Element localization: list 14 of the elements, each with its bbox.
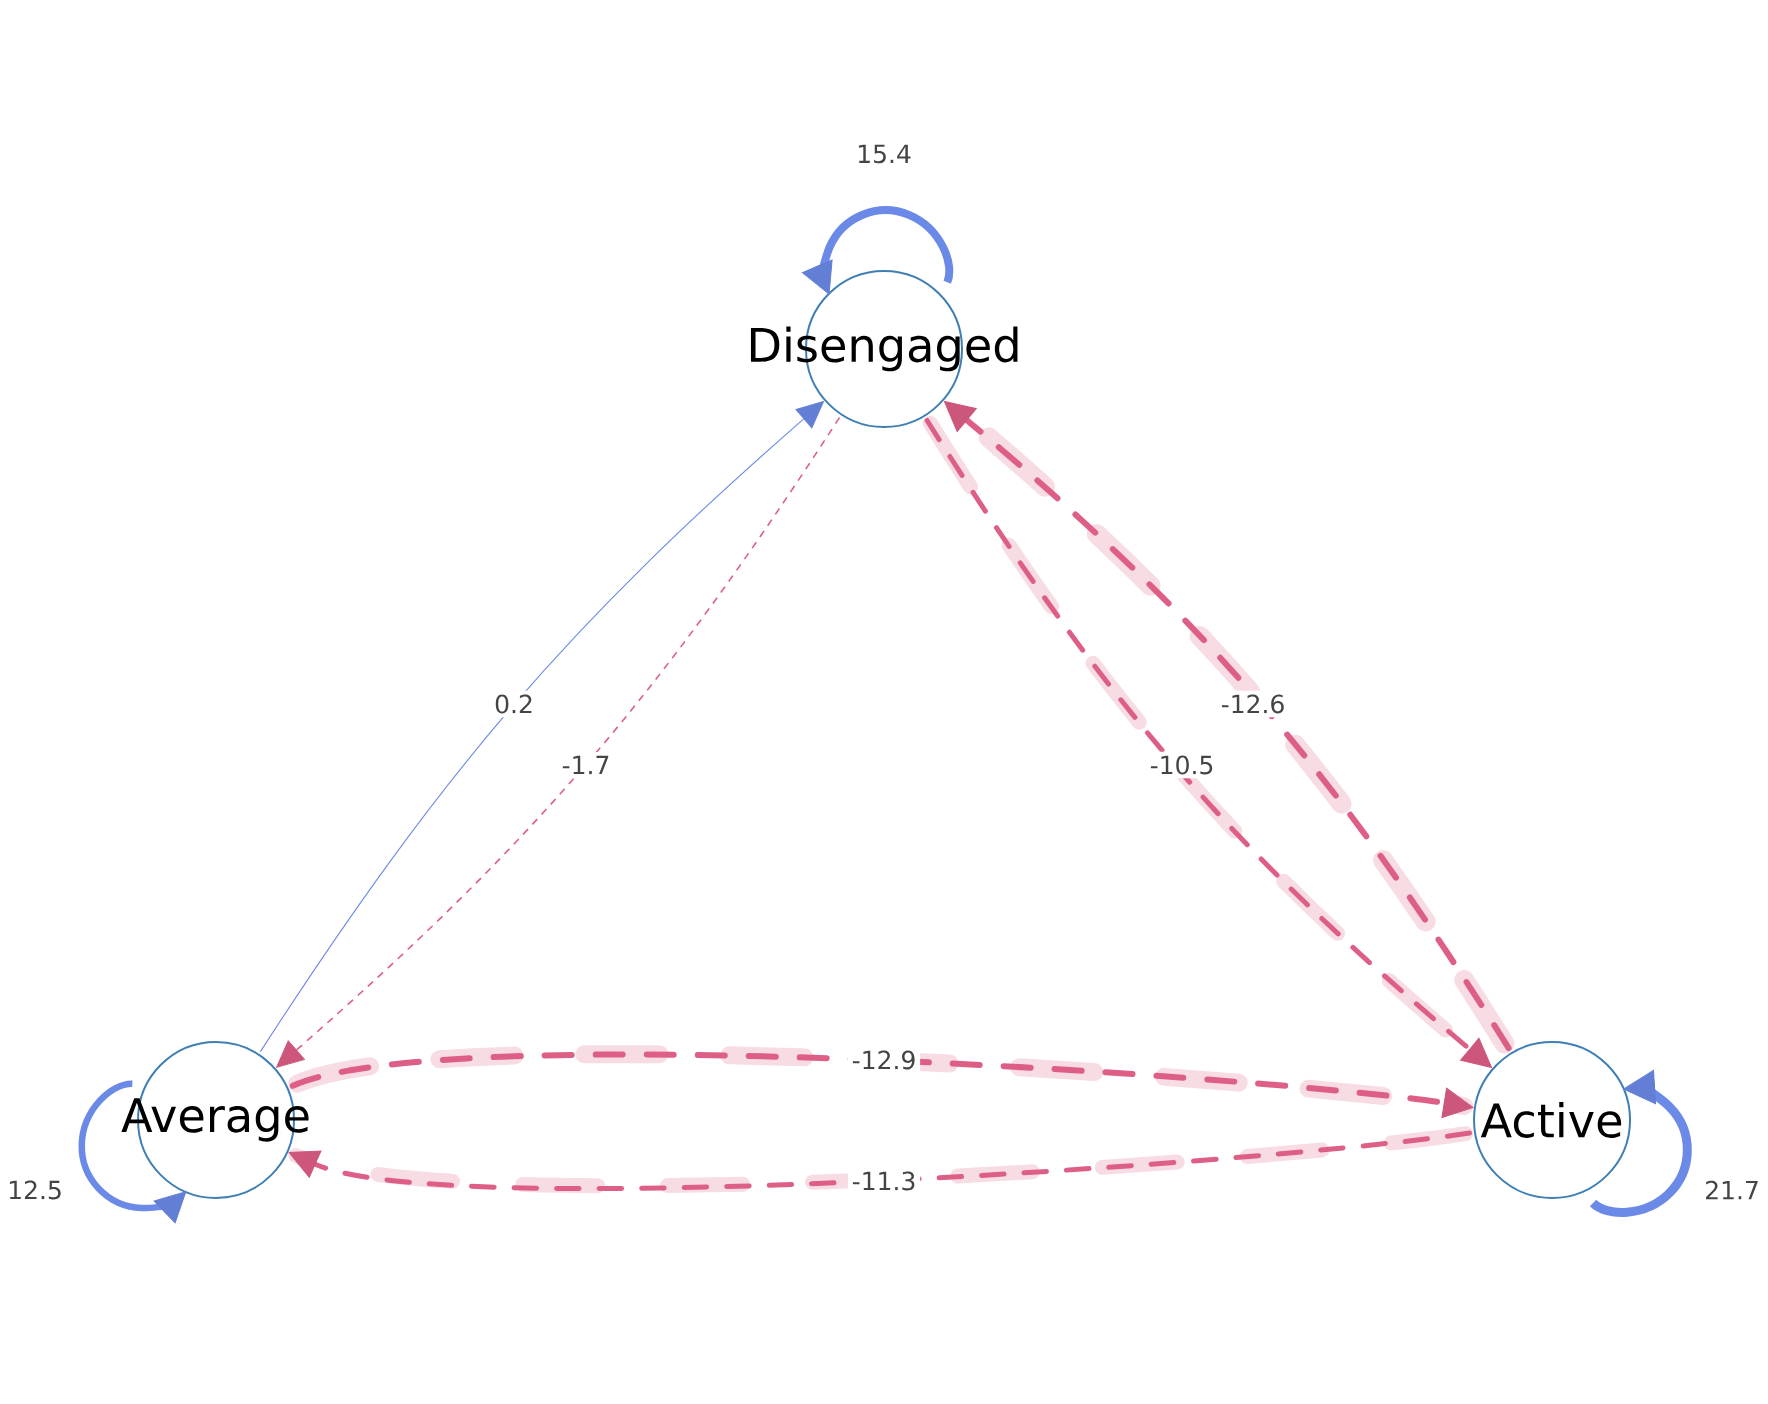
edge-label: 15.4 bbox=[852, 140, 916, 167]
edge-label: -12.9 bbox=[847, 1046, 921, 1074]
self-loop-arrow bbox=[801, 206, 954, 295]
edge-label: -11.3 bbox=[847, 1167, 921, 1195]
arrow bbox=[289, 1051, 1474, 1119]
edge-label: -12.6 bbox=[1216, 690, 1290, 718]
self-loop-arrow bbox=[1590, 1069, 1692, 1217]
self-loop-arrow bbox=[78, 1080, 187, 1224]
edge-label: -10.5 bbox=[1145, 751, 1219, 779]
arrow bbox=[288, 1130, 1473, 1191]
edge-label: 12.5 bbox=[3, 1176, 67, 1204]
edge-label: 0.2 bbox=[490, 690, 538, 718]
edge-label: 21.7 bbox=[1700, 1176, 1764, 1203]
edge-label: -1.7 bbox=[557, 752, 615, 778]
